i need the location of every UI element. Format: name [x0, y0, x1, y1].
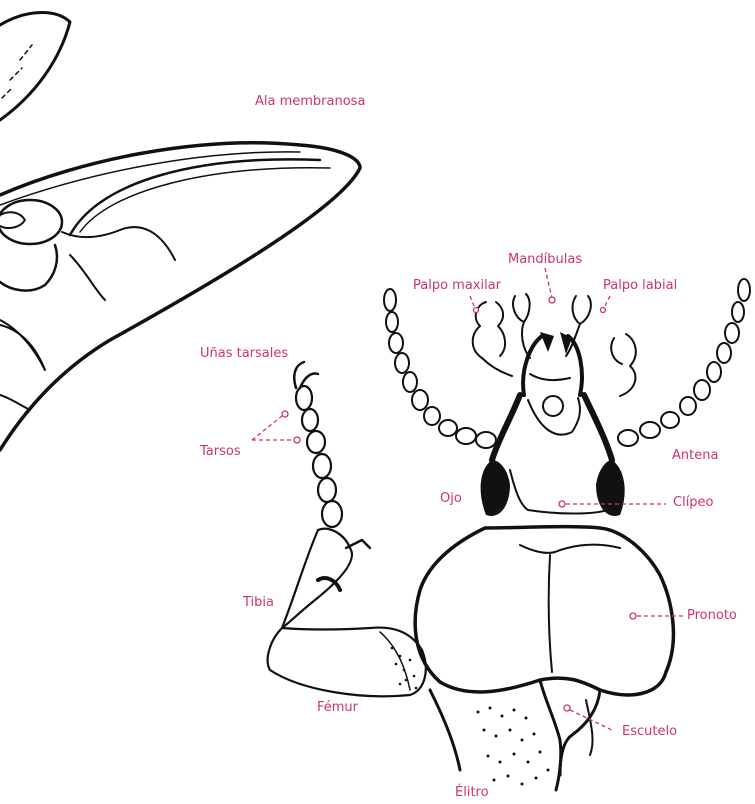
leg-drawing	[268, 362, 426, 696]
eyes-drawing	[481, 332, 625, 516]
dot-palpo-maxilar	[474, 308, 479, 313]
head-drawing	[492, 336, 613, 514]
label-ojo: Ojo	[440, 491, 462, 507]
elytra-drawing	[430, 680, 600, 790]
dot-pronoto	[630, 613, 636, 619]
label-femur: Fémur	[317, 700, 358, 716]
dot-palpo-labial	[601, 308, 606, 313]
dot-escutelo	[564, 705, 570, 711]
label-palpo-maxilar: Palpo maxilar	[413, 278, 501, 294]
antenna-left-drawing	[384, 289, 496, 448]
leader-tarsos-1	[252, 416, 282, 440]
label-unas-tarsales: Uñas tarsales	[200, 346, 288, 362]
label-elitro: Élitro	[455, 785, 489, 801]
leader-palpo-maxilar	[470, 296, 475, 308]
dot-clipeo	[559, 501, 565, 507]
dot-tarsos-2	[294, 437, 300, 443]
label-antena: Antena	[672, 448, 718, 464]
label-clipeo: Clípeo	[673, 495, 714, 511]
label-tarsos: Tarsos	[200, 444, 241, 460]
pronotum-drawing	[415, 527, 673, 695]
label-ala-membranosa: Ala membranosa	[255, 94, 365, 110]
dot-mandibulas	[549, 297, 555, 303]
label-pronoto: Pronoto	[687, 608, 737, 624]
membranous-wing-drawing	[0, 13, 360, 450]
label-mandibulas: Mandíbulas	[508, 252, 582, 268]
leader-palpo-labial	[604, 296, 610, 308]
dot-tarsos-1	[282, 411, 288, 417]
antenna-right-drawing	[618, 279, 750, 446]
label-palpo-labial: Palpo labial	[603, 278, 677, 294]
label-escutelo: Escutelo	[622, 724, 677, 740]
leader-mandibulas	[545, 268, 552, 298]
label-tibia: Tibia	[243, 595, 274, 611]
